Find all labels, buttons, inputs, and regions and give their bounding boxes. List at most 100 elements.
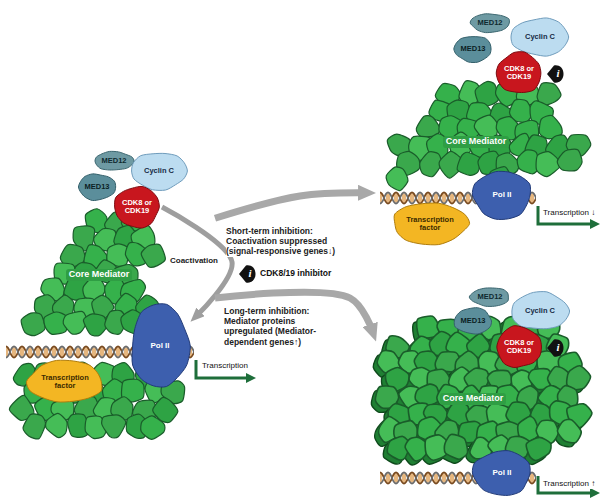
- med12-subunit: MED12: [468, 12, 512, 34]
- rna-polymerase-outline: [132, 304, 190, 387]
- mediator-subunit: [46, 413, 68, 437]
- rna-polymerase-outline: [472, 171, 530, 219]
- text-line: MED12: [477, 293, 502, 301]
- mediator-subunit: [557, 419, 581, 442]
- med13-subunit-outline: [454, 37, 491, 63]
- text-line: Transcription factor: [402, 216, 458, 232]
- extra-subunits: [371, 320, 588, 465]
- inhibitor-icon-shape: [546, 64, 564, 84]
- transcription-label: Transcription ↓: [543, 208, 595, 218]
- text-line: CDK8 or CDK19: [121, 199, 153, 215]
- cdk-kinase: CDK8 or CDK19: [112, 184, 162, 230]
- text-line: i: [556, 68, 559, 80]
- cdk-kinase: CDK8 or CDK19: [494, 50, 544, 96]
- med13-subunit: MED13: [452, 306, 494, 336]
- rna-polymerase-text: Pol II: [150, 342, 169, 351]
- inhibitor-outline: [547, 65, 564, 82]
- inhibitor-icon-shape: [546, 338, 564, 358]
- cyclin-c-subunit-text: Cyclin C: [144, 167, 174, 175]
- text-line: MED12: [101, 157, 126, 165]
- mediator-subunit: [83, 314, 106, 336]
- rna-polymerase: Pol II: [128, 300, 192, 392]
- rna-polymerase: Pol II: [470, 448, 534, 498]
- text-line: CDK8 or CDK19: [503, 339, 535, 355]
- text-line: Core Mediator: [69, 270, 130, 280]
- inhibitor-icon: i: [546, 64, 564, 84]
- text-line: Cyclin C: [525, 33, 555, 41]
- core-mediator-shape: [8, 215, 215, 430]
- text-line: MED12: [477, 19, 502, 27]
- inhibitor-icon-text: i: [248, 268, 251, 280]
- transcription-factor: Transcription factor: [389, 200, 471, 247]
- cyclin-c-subunit-outline: [132, 153, 188, 190]
- mediator-subunit: [141, 244, 165, 267]
- rna-polymerase-text: Pol II: [492, 191, 511, 200]
- cyclin-c-subunit-text: Cyclin C: [525, 307, 555, 315]
- edge-label: Coactivation: [170, 256, 218, 266]
- text-line: Core Mediator: [446, 137, 507, 147]
- cyclin-c-subunit-text: Cyclin C: [525, 33, 555, 41]
- med13-subunit: MED13: [452, 34, 494, 64]
- transcription-label: Transcription ↑: [543, 479, 595, 489]
- text-line: Pol II: [492, 469, 511, 478]
- med12-subunit-outline: [469, 288, 508, 306]
- med13-subunit-text: MED13: [460, 45, 485, 53]
- text-line: CDK8 or CDK19: [503, 65, 535, 81]
- text-line: MED13: [460, 45, 485, 53]
- transcription-factor-outline: [26, 361, 101, 403]
- cdk-kinase-outline: [496, 52, 541, 93]
- transcription-label: Transcription: [202, 361, 248, 371]
- short-term-arrow: [215, 193, 365, 218]
- cyclin-c-subunit-outline: [512, 292, 570, 329]
- inhibitor-icon-text: i: [556, 68, 559, 80]
- med13-subunit-outline: [454, 308, 491, 334]
- med12-subunit-text: MED12: [477, 293, 502, 301]
- core-mediator-text: Core Mediator: [440, 393, 507, 405]
- inhibitor-icon: i: [238, 264, 256, 284]
- med12-subunit-text: MED12: [477, 19, 502, 27]
- mediator-subunit: [420, 152, 442, 177]
- cdk-kinase-text: CDK8 or CDK19: [121, 199, 153, 215]
- mediator-subunit: [23, 414, 45, 439]
- mediator-subunit: [21, 313, 45, 336]
- core-mediator-text: Core Mediator: [443, 136, 510, 148]
- mediator-subunit: [63, 311, 87, 334]
- cyclin-c-subunit-outline: [511, 18, 569, 56]
- subunits: [375, 316, 592, 461]
- text-line: Pol II: [492, 191, 511, 200]
- rna-polymerase-text: Pol II: [492, 469, 511, 478]
- text-line: MED13: [84, 183, 109, 191]
- text-line: i: [248, 268, 251, 280]
- mediator-subunit: [557, 149, 582, 171]
- mediator-subunit: [503, 339, 527, 364]
- inhibitor-outline: [239, 265, 256, 282]
- transcription-factor: Transcription factor: [24, 358, 106, 405]
- text-line: Cyclin C: [525, 307, 555, 315]
- cdk-kinase: CDK8 or CDK19: [494, 324, 544, 370]
- text-line: Core Mediator: [443, 394, 504, 404]
- rna-polymerase-outline: [472, 451, 530, 496]
- rna-polymerase: Pol II: [470, 168, 534, 222]
- med12-subunit: MED12: [468, 286, 512, 308]
- cdk-kinase-text: CDK8 or CDK19: [503, 339, 535, 355]
- mediator-subunit: [516, 322, 538, 346]
- mediator-subunit: [444, 434, 467, 459]
- med13-subunit-text: MED13: [460, 317, 485, 325]
- inhibitor-label: CDK8/19 inhibitor: [260, 268, 331, 278]
- edge-label: Long-term inhibition: Mediator proteins …: [224, 306, 342, 347]
- cdk-kinase-text: CDK8 or CDK19: [503, 65, 535, 81]
- transcription-factor-outline: [394, 203, 470, 245]
- text-line: Transcription factor: [37, 374, 93, 390]
- text-line: i: [556, 342, 559, 354]
- mediator-subunit: [386, 167, 408, 191]
- inhibitor-icon-text: i: [556, 342, 559, 354]
- core-mediator-text: Core Mediator: [66, 269, 133, 281]
- transcription-factor-text: Transcription factor: [37, 374, 93, 390]
- inhibitor-icon-shape: [238, 264, 256, 284]
- mediator-subunit: [141, 416, 165, 439]
- core-mediator: Core Mediator: [8, 215, 215, 430]
- text-line: Cyclin C: [144, 167, 174, 175]
- mediator-subunit: [501, 317, 522, 341]
- transcription-arrow: [196, 360, 248, 378]
